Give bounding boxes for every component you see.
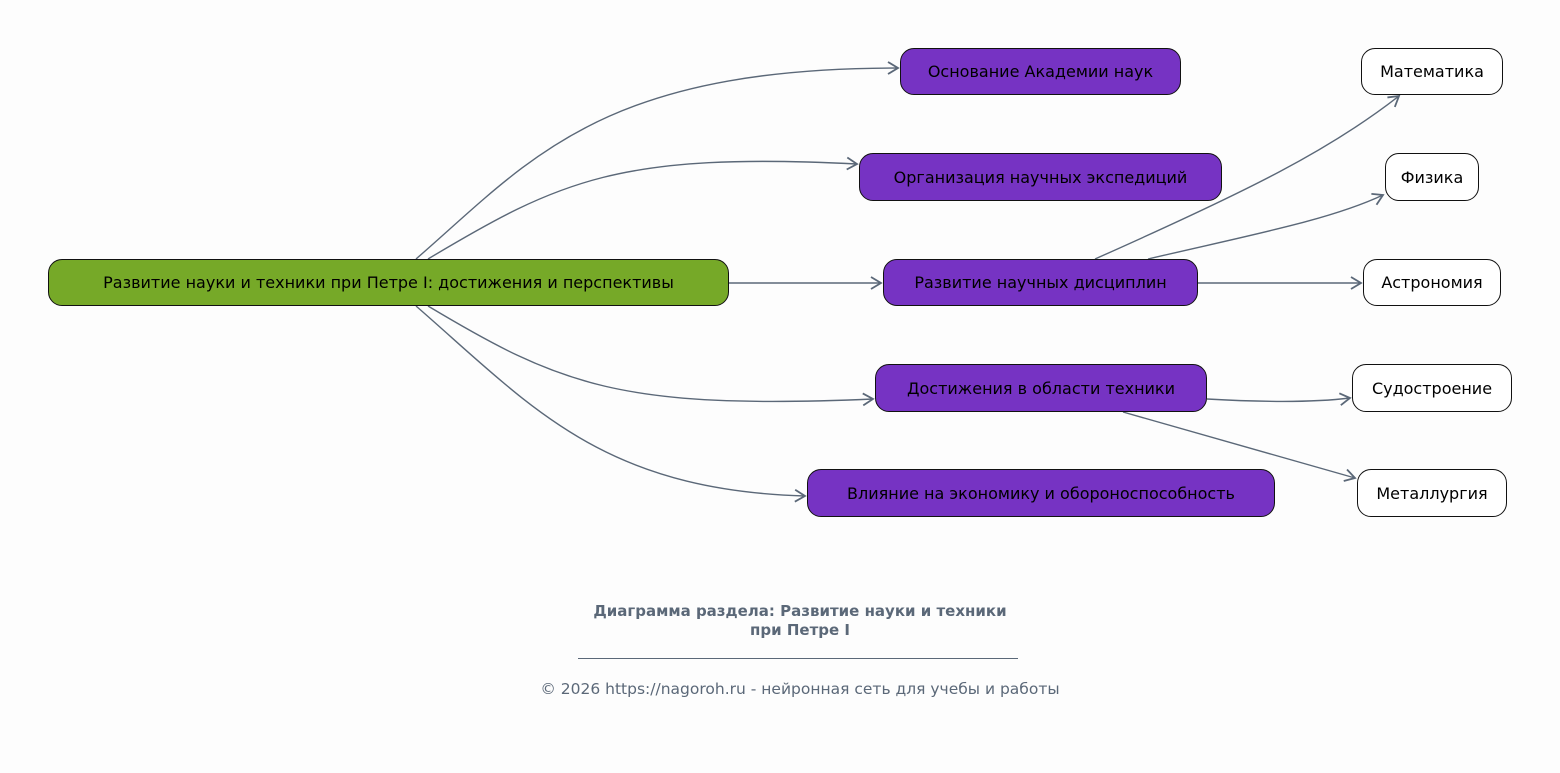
edge-root-economy	[415, 305, 807, 503]
root-label: Развитие науки и техники при Петре I: до…	[103, 273, 674, 292]
leaf-node-metallurgy[interactable]: Металлургия	[1357, 469, 1507, 517]
edge-technology-shipbuilding	[1206, 392, 1352, 406]
footer-copyright: © 2026 https://nagoroh.ru - нейронная се…	[540, 680, 1060, 698]
caption-line-1: Диаграмма раздела: Развитие науки и техн…	[593, 602, 1007, 620]
diagram-caption: Диаграмма раздела: Развитие науки и техн…	[480, 602, 1120, 640]
topic-label: Основание Академии наук	[927, 62, 1154, 81]
divider	[578, 658, 1018, 659]
leaf-node-astronomy[interactable]: Астрономия	[1363, 259, 1501, 306]
edge-disciplines-math	[1094, 94, 1401, 260]
leaf-label: Астрономия	[1381, 273, 1483, 292]
edge-root-expeditions	[427, 156, 859, 260]
leaf-label: Металлургия	[1376, 483, 1488, 503]
edge-root-technology	[427, 305, 875, 407]
leaf-label: Физика	[1400, 167, 1464, 187]
leaf-label: Судостроение	[1371, 378, 1493, 398]
edge-technology-metallurgy	[1122, 411, 1357, 482]
leaf-node-shipbuilding[interactable]: Судостроение	[1352, 364, 1512, 412]
topic-node-expeditions[interactable]: Организация научных экспедиций	[859, 153, 1222, 201]
leaf-node-physics[interactable]: Физика	[1385, 153, 1479, 201]
caption-line-2: при Петре I	[750, 621, 850, 639]
topic-label: Влияние на экономику и обороноспособност…	[847, 483, 1235, 503]
root-node[interactable]: Развитие науки и техники при Петре I: до…	[48, 259, 729, 306]
topic-label: Достижения в области техники	[907, 378, 1175, 398]
topic-label: Организация научных экспедиций	[893, 167, 1188, 187]
leaf-label: Математика	[1380, 62, 1484, 81]
edge-root-academy	[415, 61, 900, 260]
topic-label: Развитие научных дисциплин	[914, 273, 1167, 292]
topic-node-academy[interactable]: Основание Академии наук	[900, 48, 1181, 95]
topic-node-economy[interactable]: Влияние на экономику и обороноспособност…	[807, 469, 1275, 517]
edge-disciplines-physics	[1147, 192, 1385, 260]
topic-node-disciplines[interactable]: Развитие научных дисциплин	[883, 259, 1198, 306]
topic-node-technology[interactable]: Достижения в области техники	[875, 364, 1207, 412]
leaf-node-math[interactable]: Математика	[1361, 48, 1503, 95]
